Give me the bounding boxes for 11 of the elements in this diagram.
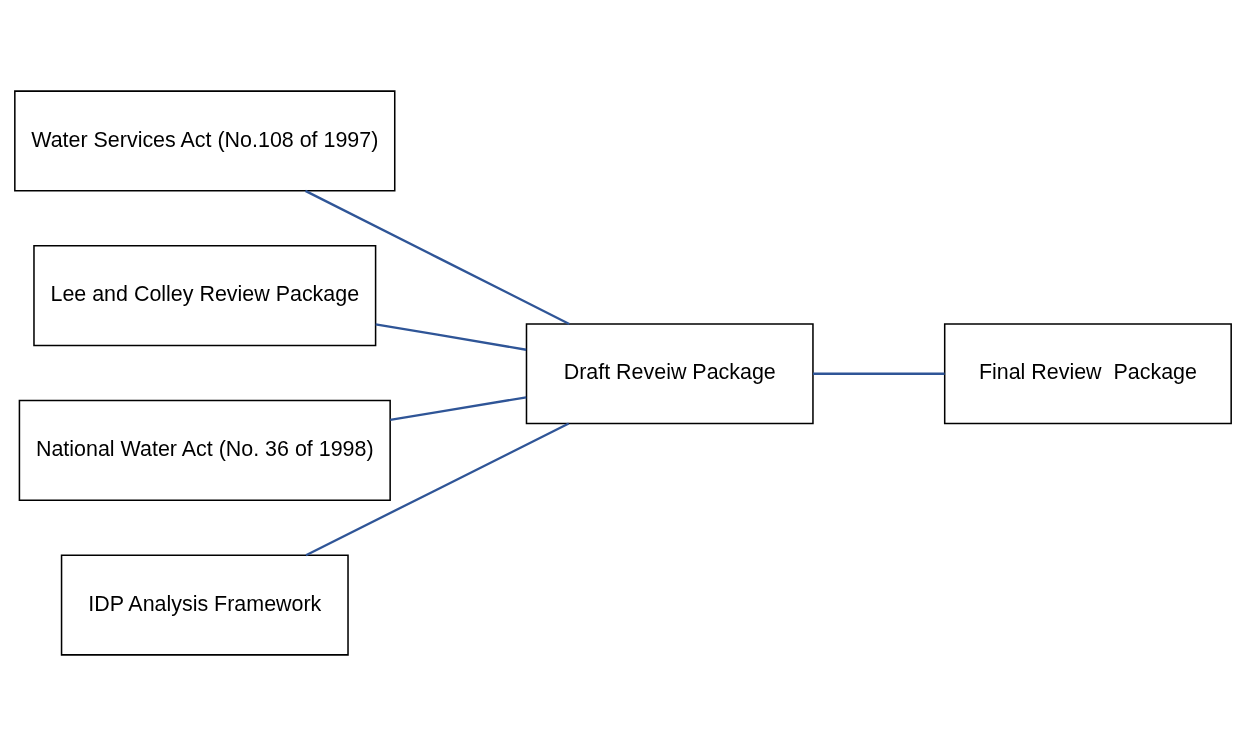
- node-box: Draft Reveiw Package: [525, 322, 814, 424]
- connector: [390, 395, 527, 421]
- connector: [305, 422, 570, 556]
- node-box: IDP Analysis Framework: [60, 554, 349, 656]
- node-box: National Water Act (No. 36 of 1998): [18, 399, 391, 501]
- connector: [375, 322, 527, 351]
- node-box: Final Review Package: [943, 322, 1232, 424]
- connector: [812, 372, 945, 375]
- node-box: Lee and Colley Review Package: [33, 244, 377, 346]
- node-box: Water Services Act (No.108 of 1997): [14, 89, 396, 191]
- connector: [304, 189, 570, 325]
